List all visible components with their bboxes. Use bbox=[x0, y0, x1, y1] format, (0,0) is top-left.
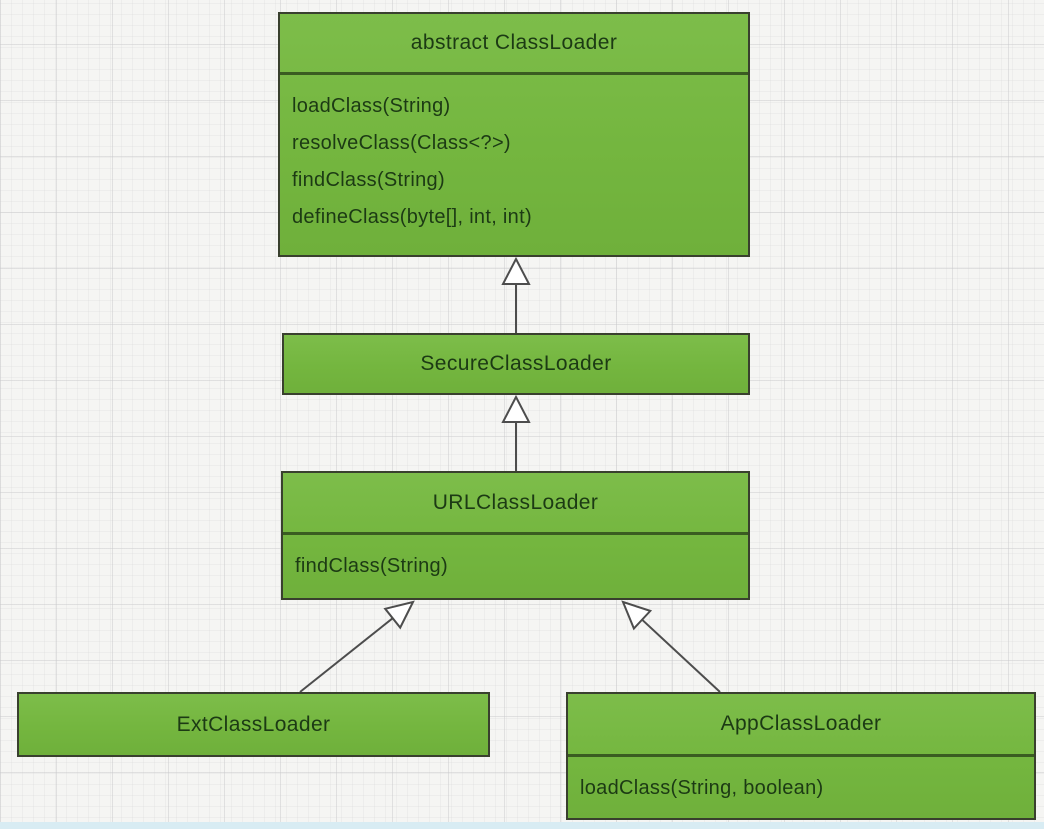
bottom-strip bbox=[0, 822, 1044, 829]
method-item: resolveClass(Class<?>) bbox=[292, 132, 511, 154]
class-name: ExtClassLoader bbox=[176, 712, 331, 736]
inheritance-line bbox=[299, 617, 394, 693]
method-item: loadClass(String, boolean) bbox=[580, 777, 824, 799]
class-box-urlclassloader: URLClassLoader findClass(String) bbox=[281, 471, 750, 600]
class-name: URLClassLoader bbox=[283, 473, 748, 535]
method-item: findClass(String) bbox=[292, 169, 445, 191]
inheritance-arrowhead-icon bbox=[501, 256, 531, 285]
method-list: loadClass(String, boolean) bbox=[568, 757, 1034, 807]
method-list: loadClass(String) resolveClass(Class<?>)… bbox=[280, 75, 748, 236]
class-box-extclassloader: ExtClassLoader bbox=[17, 692, 490, 757]
class-name: AppClassLoader bbox=[568, 694, 1034, 757]
class-box-secureclassloader: SecureClassLoader bbox=[282, 333, 750, 395]
class-box-abstract-classloader: abstract ClassLoader loadClass(String) r… bbox=[278, 12, 750, 257]
method-list: findClass(String) bbox=[283, 535, 748, 585]
method-item: defineClass(byte[], int, int) bbox=[292, 206, 532, 228]
method-item: findClass(String) bbox=[295, 555, 448, 577]
class-name: SecureClassLoader bbox=[420, 352, 612, 375]
class-name: abstract ClassLoader bbox=[280, 14, 748, 75]
method-item: loadClass(String) bbox=[292, 95, 451, 117]
inheritance-arrowhead-icon bbox=[621, 600, 653, 631]
inheritance-arrowhead-icon bbox=[383, 600, 415, 630]
inheritance-arrowhead-icon bbox=[501, 394, 531, 423]
inheritance-line bbox=[641, 618, 721, 693]
class-box-appclassloader: AppClassLoader loadClass(String, boolean… bbox=[566, 692, 1036, 820]
